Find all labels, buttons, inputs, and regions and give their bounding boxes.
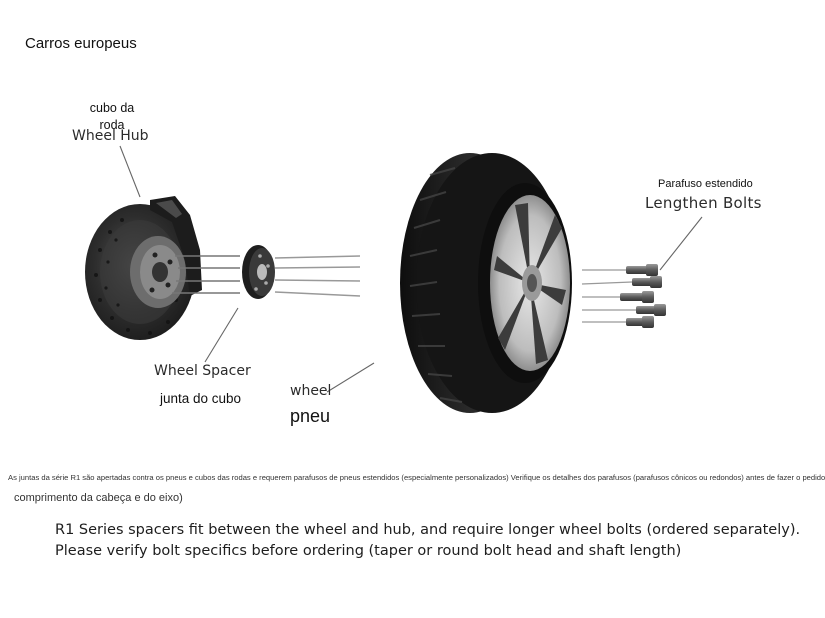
note-pt-line-2: comprimento da cabeça e do eixo) bbox=[14, 492, 183, 504]
exploded-wheel-diagram bbox=[85, 145, 703, 413]
wheel-leader-line bbox=[326, 362, 375, 393]
tire-wheel-icon bbox=[400, 153, 572, 413]
bolts-label-pt: Parafuso estendido bbox=[658, 178, 753, 190]
page-title: Carros europeus bbox=[25, 35, 137, 52]
bolt-icon bbox=[581, 264, 666, 328]
wheel-label-pt: pneu bbox=[290, 406, 331, 426]
wheel-spacer-icon bbox=[242, 245, 361, 299]
note-en-line-1: R1 Series spacers fit between the wheel … bbox=[55, 522, 801, 538]
hub-leader-line bbox=[119, 145, 141, 198]
bolts-leader-line bbox=[659, 216, 703, 271]
hub-label-pt: cubo da roda bbox=[89, 101, 135, 132]
wheel-label-en: wheel bbox=[290, 383, 332, 399]
bolts-label-en: Lengthen Bolts bbox=[645, 194, 762, 212]
note-en-line-2: Please verify bolt specifics before orde… bbox=[55, 543, 682, 559]
hub-label-en: Wheel Hub bbox=[72, 128, 149, 144]
spacer-label-en: Wheel Spacer bbox=[154, 363, 251, 379]
spacer-label-pt: junta do cubo bbox=[160, 391, 242, 406]
brake-disc-icon bbox=[85, 196, 240, 340]
spacer-leader-line bbox=[204, 307, 239, 363]
note-pt-line-1: As juntas da série R1 são apertadas cont… bbox=[8, 473, 825, 482]
